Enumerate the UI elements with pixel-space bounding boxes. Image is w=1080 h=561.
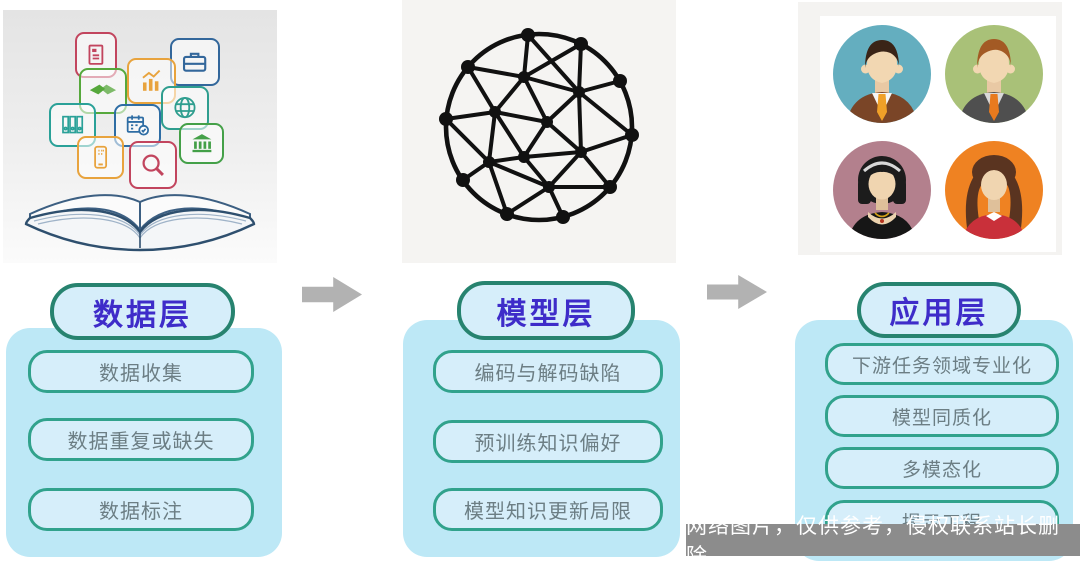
binders-icon — [49, 103, 96, 147]
application-layer-item-3: 多模态化 — [825, 447, 1059, 489]
flow-arrow-1 — [302, 277, 362, 312]
application-layer-item-1: 下游任务领域专业化 — [825, 343, 1059, 385]
model-layer-photo — [402, 0, 676, 263]
calendar-check-icon — [114, 104, 161, 147]
application-layer-photo — [798, 2, 1062, 255]
network-sphere-illustration — [439, 28, 639, 224]
globe-icon — [161, 86, 209, 130]
bank-icon — [179, 123, 224, 164]
avatar-man-teal — [833, 25, 931, 123]
data-layer-item-2: 数据重复或缺失 — [28, 418, 254, 461]
data-layer-item-1: 数据收集 — [28, 350, 254, 393]
avatar-woman-mauve — [833, 141, 931, 239]
application-layer-title: 应用层 — [857, 282, 1021, 338]
model-layer-panel: 编码与解码缺陷 预训练知识偏好 模型知识更新局限 — [403, 320, 680, 557]
data-layer-title: 数据层 — [50, 283, 235, 340]
smartphone-icon — [77, 136, 124, 179]
data-layer-photo — [3, 10, 277, 263]
model-layer-item-2: 预训练知识偏好 — [433, 420, 663, 463]
model-layer-item-1: 编码与解码缺陷 — [433, 350, 663, 393]
data-layer-panel: 数据收集 数据重复或缺失 数据标注 — [6, 328, 282, 557]
avatar-woman-orange — [945, 141, 1043, 239]
flow-arrow-2 — [707, 275, 767, 309]
avatar-card — [820, 16, 1056, 252]
model-layer-item-3: 模型知识更新局限 — [433, 488, 663, 531]
briefcase-icon — [170, 38, 220, 86]
data-layer-item-3: 数据标注 — [28, 488, 254, 531]
application-layer-item-2: 模型同质化 — [825, 395, 1059, 437]
model-layer-title: 模型层 — [457, 281, 635, 340]
application-layer-panel: 下游任务领域专业化 模型同质化 多模态化 提示工程 — [795, 320, 1073, 561]
watermark-bar: 网络图片，仅供参考，侵权联系站长删除 — [686, 515, 1080, 561]
magnifier-icon — [129, 141, 177, 189]
open-book-illustration — [24, 194, 256, 252]
avatar-man-green — [945, 25, 1043, 123]
